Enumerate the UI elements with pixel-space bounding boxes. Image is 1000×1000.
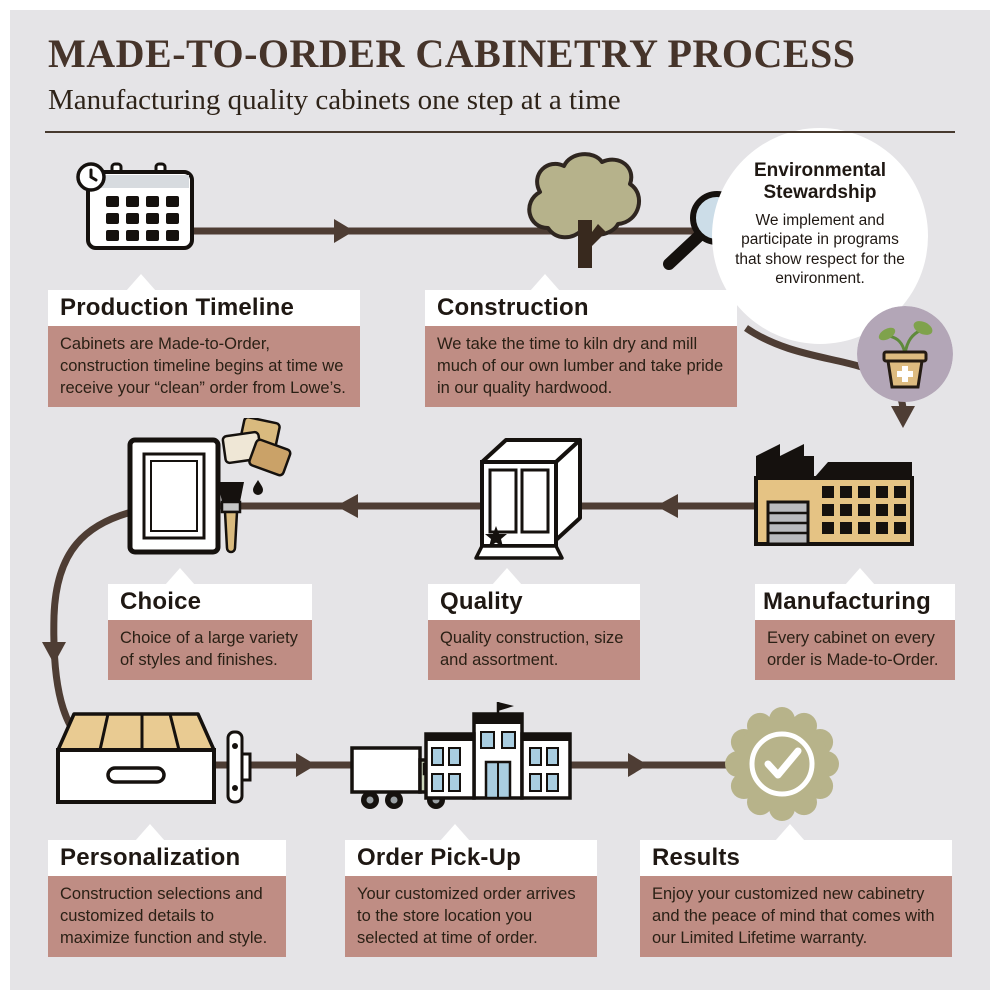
pointer-notch [126, 274, 156, 291]
paintbrush-icon [218, 480, 263, 554]
callout-title-line1: Environmental [754, 160, 886, 181]
pointer-notch [775, 824, 805, 841]
arrow-right-icon [628, 753, 648, 777]
check-badge-icon [725, 707, 839, 821]
arrow-left-icon [336, 494, 358, 518]
step-heading: Manufacturing [755, 584, 955, 620]
hinge-icon [226, 730, 252, 804]
pointer-notch [165, 568, 195, 585]
callout-title-line2: Stewardship [763, 181, 877, 203]
pointer-notch [845, 568, 875, 585]
step-heading: Construction [425, 290, 737, 326]
step-body: Your customized order arrives to the sto… [345, 876, 597, 958]
step-heading: Order Pick-Up [345, 840, 597, 876]
step-heading: Quality [428, 584, 640, 620]
arrow-left-icon [656, 494, 678, 518]
step-heading: Personalization [48, 840, 286, 876]
arrow-down-icon [42, 642, 66, 664]
arrow-right-icon [296, 753, 316, 777]
step-heading: Production Timeline [48, 290, 360, 326]
step-body: Quality construction, size and assortmen… [428, 620, 640, 680]
drawer-icon [56, 712, 216, 804]
page-title: MADE-TO-ORDER CABINETRY PROCESS [48, 31, 856, 76]
step-body: We take the time to kiln dry and mill mu… [425, 326, 737, 408]
swatches-icon [221, 418, 292, 477]
callout-body: We implement and participate in programs… [735, 211, 905, 288]
arrow-down-icon [891, 406, 915, 428]
step-body: Enjoy your customized new cabinetry and … [640, 876, 952, 958]
store-icon [424, 702, 572, 800]
step-body: Choice of a large variety of styles and … [108, 620, 312, 680]
pointer-notch [492, 568, 522, 585]
step-body: Construction selections and customized d… [48, 876, 286, 958]
pointer-notch [440, 824, 470, 841]
step-body: Cabinets are Made-to-Order, construction… [48, 326, 360, 408]
header-divider [45, 131, 955, 133]
factory-icon [754, 444, 914, 546]
step-body: Every cabinet on every order is Made-to-… [755, 620, 955, 680]
environmental-stewardship-callout: Environmental Stewardship We implement a… [712, 128, 928, 344]
pointer-notch [530, 274, 560, 291]
calendar-clock-icon [76, 162, 194, 250]
pointer-notch [135, 824, 165, 841]
tree-icon [527, 152, 641, 268]
step-heading: Results [640, 840, 952, 876]
arrow-right-icon [334, 219, 354, 243]
plant-pot-icon [857, 306, 953, 402]
cabinet-door-swatches-paintbrush-icon [127, 418, 292, 555]
page-subtitle: Manufacturing quality cabinets one step … [48, 84, 621, 116]
step-heading: Choice [108, 584, 312, 620]
cabinet-star-icon [474, 438, 582, 560]
